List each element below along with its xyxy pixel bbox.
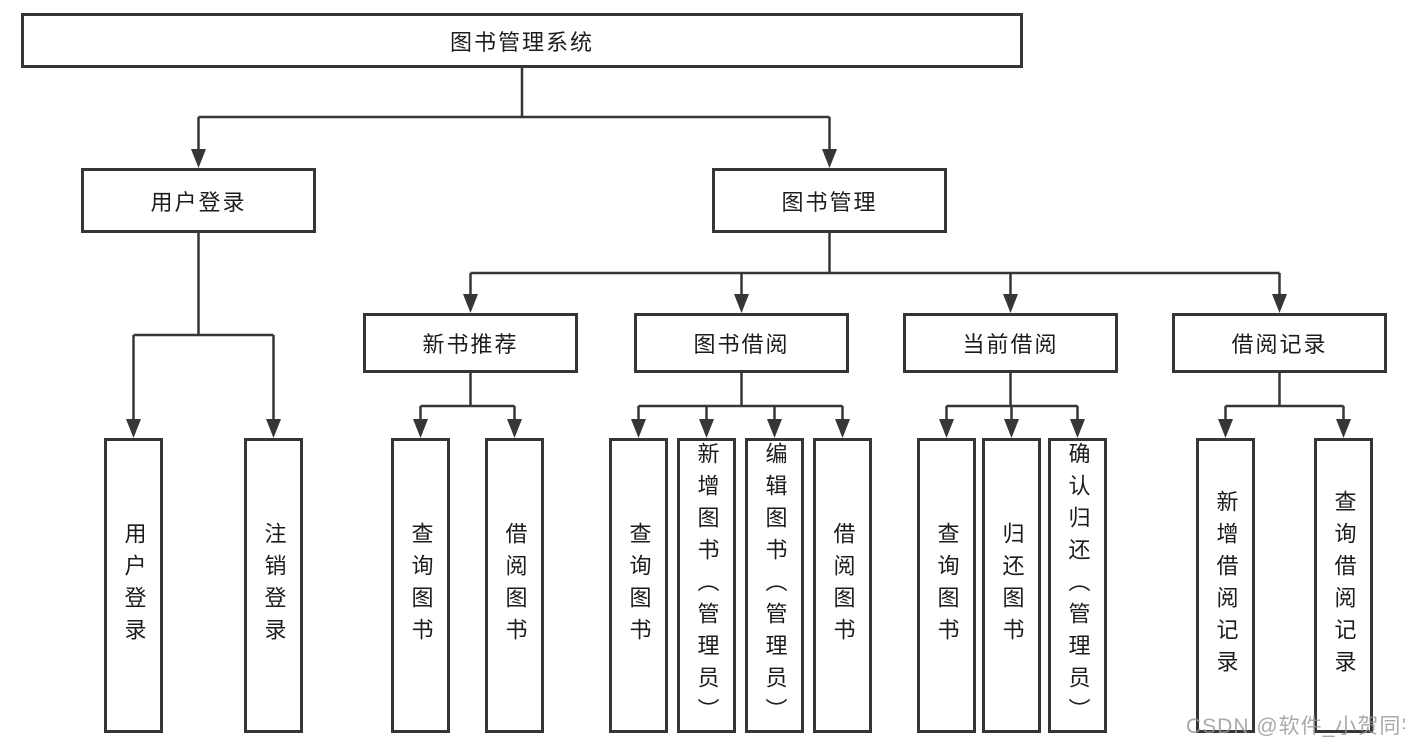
node-new-book-recommendation: 新书推荐 (363, 313, 578, 373)
leaf-current-query-books: 查询图书 (917, 438, 976, 733)
node-user-login: 用户登录 (81, 168, 316, 233)
leaf-borrow-add-books-admin: 新增图书（管理员） (677, 438, 736, 733)
csdn-watermark: CSDN @软件_小贺同学 (1186, 715, 1405, 738)
node-book-borrowing: 图书借阅 (634, 313, 849, 373)
leaf-newrec-query-books: 查询图书 (391, 438, 450, 733)
leaf-newrec-borrow-books: 借阅图书 (485, 438, 544, 733)
leaf-user-login: 用户登录 (104, 438, 163, 733)
leaf-record-query-borrow-record: 查询借阅记录 (1314, 438, 1373, 733)
node-current-borrowing: 当前借阅 (903, 313, 1118, 373)
leaf-borrow-edit-books-admin: 编辑图书（管理员） (745, 438, 804, 733)
node-library-management-system: 图书管理系统 (21, 13, 1023, 68)
leaf-current-confirm-return-admin: 确认归还（管理员） (1048, 438, 1107, 733)
leaf-logout: 注销登录 (244, 438, 303, 733)
leaf-borrow-borrow-books: 借阅图书 (813, 438, 872, 733)
tree-edges (132, 68, 1345, 423)
node-book-management: 图书管理 (712, 168, 947, 233)
leaf-borrow-query-books: 查询图书 (609, 438, 668, 733)
leaf-record-add-borrow-record: 新增借阅记录 (1196, 438, 1255, 733)
leaf-current-return-books: 归还图书 (982, 438, 1041, 733)
node-borrowing-records: 借阅记录 (1172, 313, 1387, 373)
